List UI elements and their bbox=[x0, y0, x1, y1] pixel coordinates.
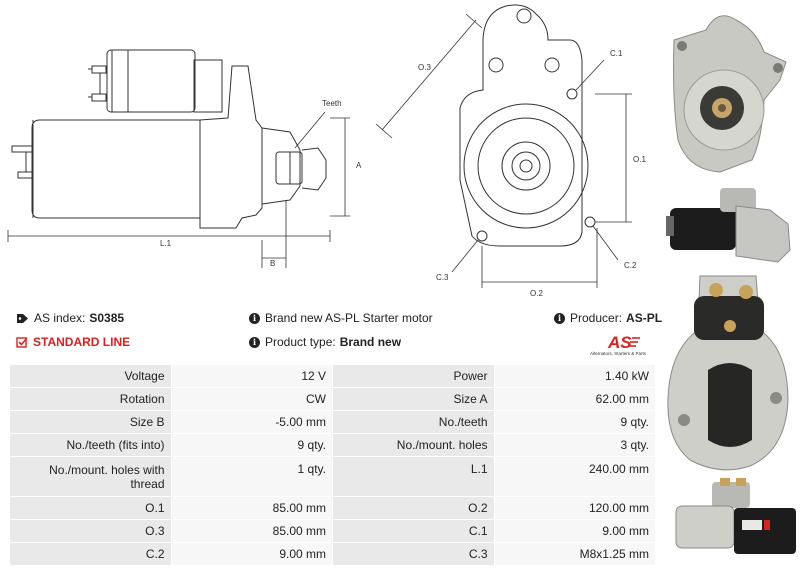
spec-value: 1.40 kW bbox=[493, 364, 656, 388]
table-row: No./teeth (fits into) 9 qty. No./mount. … bbox=[9, 433, 656, 457]
producer-line: i Producer: AS-PL bbox=[554, 311, 662, 325]
info-icon: i bbox=[249, 312, 260, 324]
label-o1: O.1 bbox=[633, 155, 646, 164]
label-c1: C.1 bbox=[610, 49, 623, 58]
spec-value: 3 qty. bbox=[493, 433, 656, 457]
spec-value: 9.00 mm bbox=[493, 519, 656, 543]
spec-key: O.1 bbox=[9, 496, 172, 520]
table-row: Size B -5.00 mm No./teeth 9 qty. bbox=[9, 410, 656, 434]
spec-key: No./teeth bbox=[332, 410, 495, 434]
spec-value: CW bbox=[170, 387, 333, 411]
table-row: C.2 9.00 mm C.3 M8x1.25 mm bbox=[9, 542, 656, 566]
front-view-drawing bbox=[459, 4, 596, 247]
spec-key: C.2 bbox=[9, 542, 172, 566]
product-type-label: Product type: bbox=[265, 335, 336, 349]
producer-value: AS-PL bbox=[626, 311, 663, 325]
product-photos bbox=[666, 15, 796, 554]
spec-key: No./teeth (fits into) bbox=[9, 433, 172, 457]
photo-front-view bbox=[673, 15, 787, 173]
label-b: B bbox=[270, 259, 275, 268]
spec-value: -5.00 mm bbox=[170, 410, 333, 434]
spec-value: 9 qty. bbox=[170, 433, 333, 457]
side-view-drawing bbox=[11, 49, 327, 229]
table-row: Voltage 12 V Power 1.40 kW bbox=[9, 364, 656, 388]
info-icon: i bbox=[554, 312, 565, 324]
as-index-value: S0385 bbox=[89, 311, 125, 325]
front-view-dimensions bbox=[375, 13, 632, 288]
as-pl-logo: AS bbox=[607, 333, 640, 352]
spec-value: 85.00 mm bbox=[170, 519, 333, 543]
as-index-label: AS index: bbox=[34, 311, 86, 325]
technical-drawings: Teeth A B L.1 O.3 C.1 O.1 C.3 C.2 O.2 bbox=[7, 4, 646, 298]
label-teeth: Teeth bbox=[322, 99, 342, 108]
producer-label: Producer: bbox=[570, 311, 623, 325]
table-row: O.1 85.00 mm O.2 120.00 mm bbox=[9, 496, 656, 520]
label-c3: C.3 bbox=[436, 273, 449, 282]
spec-key: L.1 bbox=[332, 456, 495, 497]
spec-value: 85.00 mm bbox=[170, 496, 333, 520]
label-c2: C.2 bbox=[624, 261, 637, 270]
table-row: Rotation CW Size A 62.00 mm bbox=[9, 387, 656, 411]
spec-value: 12 V bbox=[170, 364, 333, 388]
spec-key: No./mount. holes bbox=[332, 433, 495, 457]
spec-key: No./mount. holes with thread bbox=[9, 456, 172, 497]
spec-key: O.3 bbox=[9, 519, 172, 543]
spec-key: Size B bbox=[9, 410, 172, 434]
tag-icon bbox=[17, 313, 28, 323]
label-o2: O.2 bbox=[530, 289, 543, 298]
checkbox-icon bbox=[16, 337, 28, 348]
info-icon: i bbox=[249, 336, 260, 348]
side-view-dimensions bbox=[7, 111, 350, 268]
description-text: Brand new AS-PL Starter motor bbox=[265, 311, 433, 325]
label-l1: L.1 bbox=[160, 239, 172, 248]
standard-line-label: STANDARD LINE bbox=[33, 335, 131, 349]
spec-key: C.1 bbox=[332, 519, 495, 543]
logo-tagline: Alternators, Starters & Parts bbox=[590, 351, 647, 356]
spec-value: M8x1.25 mm bbox=[493, 542, 656, 566]
product-type-line: i Product type: Brand new bbox=[249, 335, 401, 349]
spec-value: 120.00 mm bbox=[493, 496, 656, 520]
photo-angled-view bbox=[675, 478, 796, 554]
description-line: i Brand new AS-PL Starter motor bbox=[249, 311, 433, 325]
spec-key: Voltage bbox=[9, 364, 172, 388]
spec-key: C.3 bbox=[332, 542, 495, 566]
as-index-line: AS index: S0385 bbox=[16, 311, 124, 325]
spec-value: 240.00 mm bbox=[493, 456, 656, 497]
product-type-value: Brand new bbox=[339, 335, 402, 349]
spec-key: Size A bbox=[332, 387, 495, 411]
spec-key: Rotation bbox=[9, 387, 172, 411]
photo-side-view bbox=[666, 188, 791, 263]
spec-value: 9.00 mm bbox=[170, 542, 333, 566]
spec-key: O.2 bbox=[332, 496, 495, 520]
label-a: A bbox=[356, 161, 362, 170]
spec-key: Power bbox=[332, 364, 495, 388]
standard-line: STANDARD LINE bbox=[16, 335, 130, 349]
logo-mark: AS bbox=[607, 333, 632, 352]
specifications-table: Voltage 12 V Power 1.40 kW Rotation CW S… bbox=[9, 364, 656, 566]
label-o3: O.3 bbox=[418, 63, 431, 72]
spec-value: 9 qty. bbox=[493, 410, 656, 434]
table-row: O.3 85.00 mm C.1 9.00 mm bbox=[9, 519, 656, 543]
table-row: No./mount. holes with thread 1 qty. L.1 … bbox=[9, 456, 656, 497]
spec-value: 1 qty. bbox=[170, 456, 333, 497]
spec-value: 62.00 mm bbox=[493, 387, 656, 411]
photo-rear-view bbox=[667, 275, 789, 471]
